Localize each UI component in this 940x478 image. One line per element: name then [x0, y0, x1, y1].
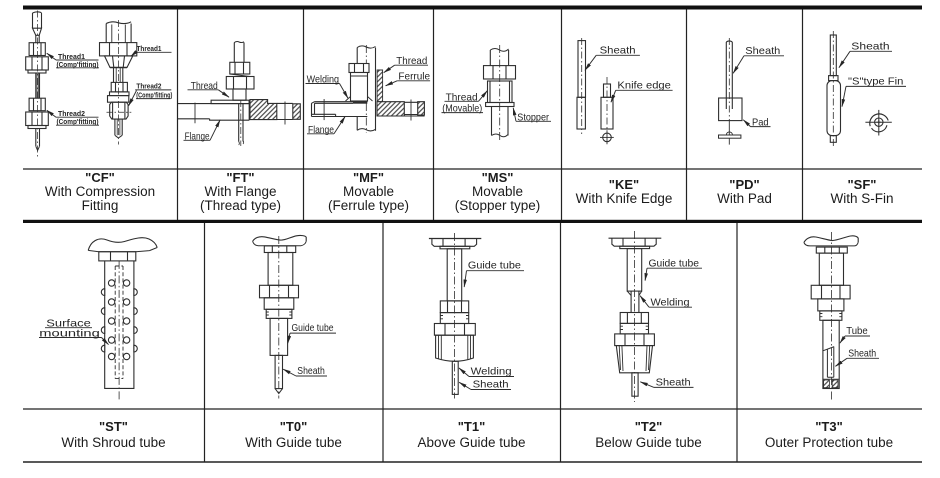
- svg-text:Sheath: Sheath: [745, 45, 780, 57]
- svg-text:Sheath: Sheath: [848, 347, 876, 359]
- svg-text:Ferrule: Ferrule: [398, 71, 430, 83]
- svg-text:"KE": "KE": [609, 177, 639, 192]
- svg-text:Welding: Welding: [471, 366, 512, 378]
- svg-text:Tube: Tube: [846, 325, 868, 337]
- svg-text:With Flange: With Flange: [204, 184, 276, 199]
- svg-text:Thread1: Thread1: [137, 44, 163, 53]
- svg-text:Thread: Thread: [191, 80, 218, 92]
- svg-text:With Compression: With Compression: [45, 184, 155, 199]
- svg-text:(Movable): (Movable): [442, 103, 482, 115]
- svg-text:Thread: Thread: [446, 92, 478, 104]
- svg-text:"MF": "MF": [353, 170, 384, 185]
- svg-text:"PD": "PD": [729, 177, 759, 192]
- svg-text:"MS": "MS": [482, 170, 514, 185]
- svg-text:Pad: Pad: [752, 116, 769, 128]
- svg-text:Stopper: Stopper: [517, 111, 549, 123]
- svg-text:With Knife Edge: With Knife Edge: [576, 191, 673, 206]
- svg-text:(Thread type): (Thread type): [200, 198, 281, 213]
- svg-text:With S-Fin: With S-Fin: [830, 191, 893, 206]
- svg-text:(Stopper type): (Stopper type): [455, 198, 541, 213]
- svg-text:(Comp'fitting): (Comp'fitting): [136, 93, 172, 100]
- svg-text:"T1": "T1": [458, 419, 486, 434]
- svg-text:"S"type Fin: "S"type Fin: [848, 75, 904, 87]
- svg-text:"T3": "T3": [815, 419, 843, 434]
- svg-text:"ST": "ST": [99, 419, 128, 434]
- svg-text:Above Guide tube: Above Guide tube: [417, 435, 525, 450]
- svg-text:Guide tube: Guide tube: [649, 258, 700, 270]
- svg-text:mounting: mounting: [39, 327, 100, 339]
- svg-text:Movable: Movable: [472, 184, 523, 199]
- svg-text:Sheath: Sheath: [851, 40, 889, 52]
- svg-text:With Guide tube: With Guide tube: [245, 435, 342, 450]
- svg-text:"T0": "T0": [280, 419, 308, 434]
- svg-text:Thread2: Thread2: [58, 109, 85, 118]
- svg-text:Outer Protection tube: Outer Protection tube: [765, 435, 893, 450]
- svg-text:(Ferrule type): (Ferrule type): [328, 198, 409, 213]
- svg-text:Surface: Surface: [46, 318, 91, 330]
- svg-text:Fitting: Fitting: [82, 198, 119, 213]
- svg-text:Sheath: Sheath: [600, 44, 636, 56]
- svg-text:Thread: Thread: [396, 55, 427, 67]
- svg-text:"CF": "CF": [85, 170, 115, 185]
- svg-text:Flange: Flange: [185, 130, 210, 142]
- svg-text:With Shroud tube: With Shroud tube: [61, 435, 165, 450]
- svg-text:"FT": "FT": [226, 170, 254, 185]
- svg-text:Flange: Flange: [308, 124, 334, 136]
- svg-text:Welding: Welding: [651, 297, 690, 309]
- svg-text:Guide tube: Guide tube: [292, 322, 334, 334]
- svg-text:Sheath: Sheath: [656, 376, 691, 388]
- svg-text:Thread1: Thread1: [58, 52, 86, 61]
- svg-text:Sheath: Sheath: [297, 365, 325, 377]
- svg-text:(Comp'fitting): (Comp'fitting): [57, 62, 99, 69]
- svg-text:Knife edge: Knife edge: [617, 79, 671, 91]
- svg-text:Sheath: Sheath: [473, 378, 509, 390]
- svg-text:Guide tube: Guide tube: [468, 260, 521, 272]
- svg-text:Welding: Welding: [307, 74, 340, 86]
- svg-text:With Pad: With Pad: [717, 191, 772, 206]
- svg-text:(Comp'fitting): (Comp'fitting): [57, 119, 99, 126]
- svg-text:Movable: Movable: [343, 184, 394, 199]
- svg-text:Thread2: Thread2: [136, 82, 161, 91]
- svg-text:"T2": "T2": [635, 419, 663, 434]
- svg-text:Below Guide tube: Below Guide tube: [595, 435, 702, 450]
- svg-text:"SF": "SF": [848, 177, 877, 192]
